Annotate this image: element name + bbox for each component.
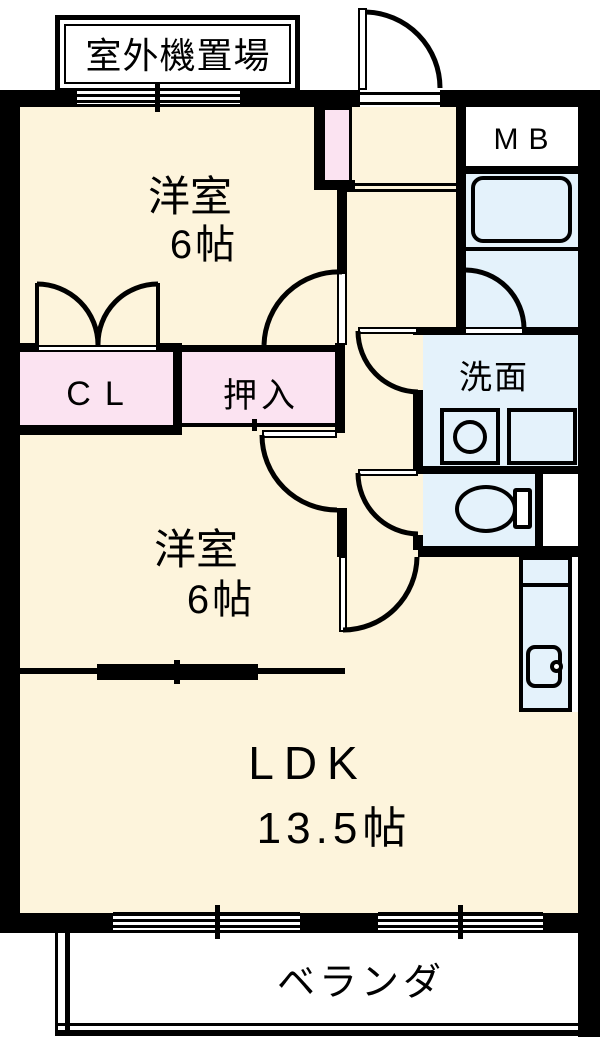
toilet-door-swing bbox=[355, 472, 419, 537]
wall bbox=[158, 343, 182, 352]
sliding-door-tick bbox=[252, 419, 257, 431]
bedroom1-size-label: 6帖 bbox=[169, 223, 239, 267]
veranda-border bbox=[55, 1023, 597, 1026]
sliding-door-tick bbox=[174, 660, 180, 684]
bedroom2-label: 洋室 bbox=[153, 526, 239, 573]
washroom-door-leaf bbox=[358, 327, 418, 334]
veranda-area bbox=[55, 930, 597, 1037]
wall bbox=[173, 343, 182, 435]
pipe-space-area bbox=[543, 470, 578, 546]
wall bbox=[440, 90, 600, 107]
shoe-cabinet-icon bbox=[322, 107, 352, 183]
sliding-door-icon bbox=[182, 423, 335, 427]
window-line bbox=[113, 925, 300, 928]
bathtub-icon bbox=[471, 176, 572, 243]
bedroom1-label: 洋室 bbox=[147, 173, 233, 220]
wall bbox=[314, 107, 322, 185]
vanity-counter-icon bbox=[507, 408, 577, 465]
wall bbox=[182, 345, 335, 352]
wall bbox=[413, 466, 580, 474]
washing-machine-drum bbox=[453, 420, 487, 454]
wall bbox=[456, 107, 466, 335]
meter-box-area bbox=[464, 107, 578, 166]
window-line bbox=[113, 912, 300, 916]
entry-sill-line bbox=[360, 92, 440, 95]
wall bbox=[0, 913, 113, 933]
wall bbox=[0, 90, 20, 930]
ldk-size-label: 13.5帖 bbox=[256, 804, 412, 853]
wall bbox=[578, 90, 600, 1037]
oshiire-area bbox=[182, 352, 335, 423]
oshiire-label: 押入 bbox=[223, 377, 299, 415]
entry-sill-line bbox=[360, 102, 440, 105]
veranda-border bbox=[58, 1030, 597, 1036]
bedroom2-size-label: 6帖 bbox=[186, 578, 256, 622]
bathroom-divider bbox=[466, 247, 578, 251]
outdoor-unit-label: 室外機置場 bbox=[85, 35, 271, 76]
toilet-icon bbox=[455, 485, 517, 533]
outdoor-unit-box-inner bbox=[64, 24, 291, 84]
wall bbox=[258, 668, 345, 674]
wall bbox=[335, 343, 345, 433]
closet-label: CL bbox=[66, 375, 138, 413]
wall bbox=[300, 913, 378, 933]
ldk-label: LDK bbox=[248, 737, 368, 789]
counter-gap bbox=[572, 557, 578, 712]
bedroom1-door-leaf bbox=[337, 272, 347, 345]
window-tick bbox=[155, 84, 160, 112]
wall bbox=[20, 668, 97, 674]
genkan-step-line bbox=[340, 183, 457, 186]
bathroom-door-leaf bbox=[464, 327, 524, 335]
entry-door-leaf bbox=[358, 8, 367, 90]
washroom-door-swing bbox=[355, 330, 419, 395]
closet-door-swing bbox=[95, 281, 159, 346]
kitchen-divider bbox=[519, 583, 572, 587]
wall bbox=[20, 425, 182, 435]
ldk-door-swing bbox=[342, 556, 420, 633]
bedroom2-door-leaf bbox=[262, 430, 337, 438]
entry-door-swing bbox=[365, 9, 443, 89]
wall bbox=[418, 546, 580, 557]
wall bbox=[337, 185, 347, 272]
wall bbox=[413, 390, 423, 470]
meter-box-label: MB bbox=[493, 123, 559, 156]
closet-door-frame bbox=[37, 345, 158, 352]
wall bbox=[337, 508, 347, 546]
wall bbox=[337, 546, 347, 557]
wall bbox=[543, 913, 598, 933]
veranda-label: ベランダ bbox=[276, 962, 446, 1004]
toilet-door-leaf bbox=[358, 469, 418, 476]
window-line bbox=[113, 919, 300, 922]
window-tick bbox=[215, 905, 220, 939]
window-tick bbox=[458, 905, 463, 939]
wall bbox=[413, 535, 423, 550]
closet-door-leaf bbox=[156, 283, 160, 345]
wall bbox=[314, 180, 355, 190]
closet-door-swing bbox=[36, 281, 101, 346]
wall bbox=[456, 166, 578, 174]
bedroom2-door-swing bbox=[259, 434, 338, 513]
wall bbox=[20, 343, 37, 352]
bathroom-door-swing bbox=[465, 267, 527, 329]
toilet-tank bbox=[513, 488, 532, 529]
veranda-border bbox=[55, 930, 58, 1036]
washroom-label: 洗面 bbox=[459, 358, 529, 396]
window-line bbox=[113, 930, 300, 933]
genkan-step-line bbox=[340, 189, 457, 192]
bedroom1-door-swing bbox=[261, 269, 343, 346]
wall bbox=[524, 327, 580, 335]
veranda-border bbox=[65, 933, 70, 1033]
closet-area bbox=[20, 352, 173, 425]
wall bbox=[535, 466, 543, 546]
wall bbox=[413, 327, 464, 335]
kitchen-faucet-dot bbox=[554, 664, 559, 669]
closet-door-leaf bbox=[35, 283, 39, 345]
wall bbox=[240, 90, 360, 107]
